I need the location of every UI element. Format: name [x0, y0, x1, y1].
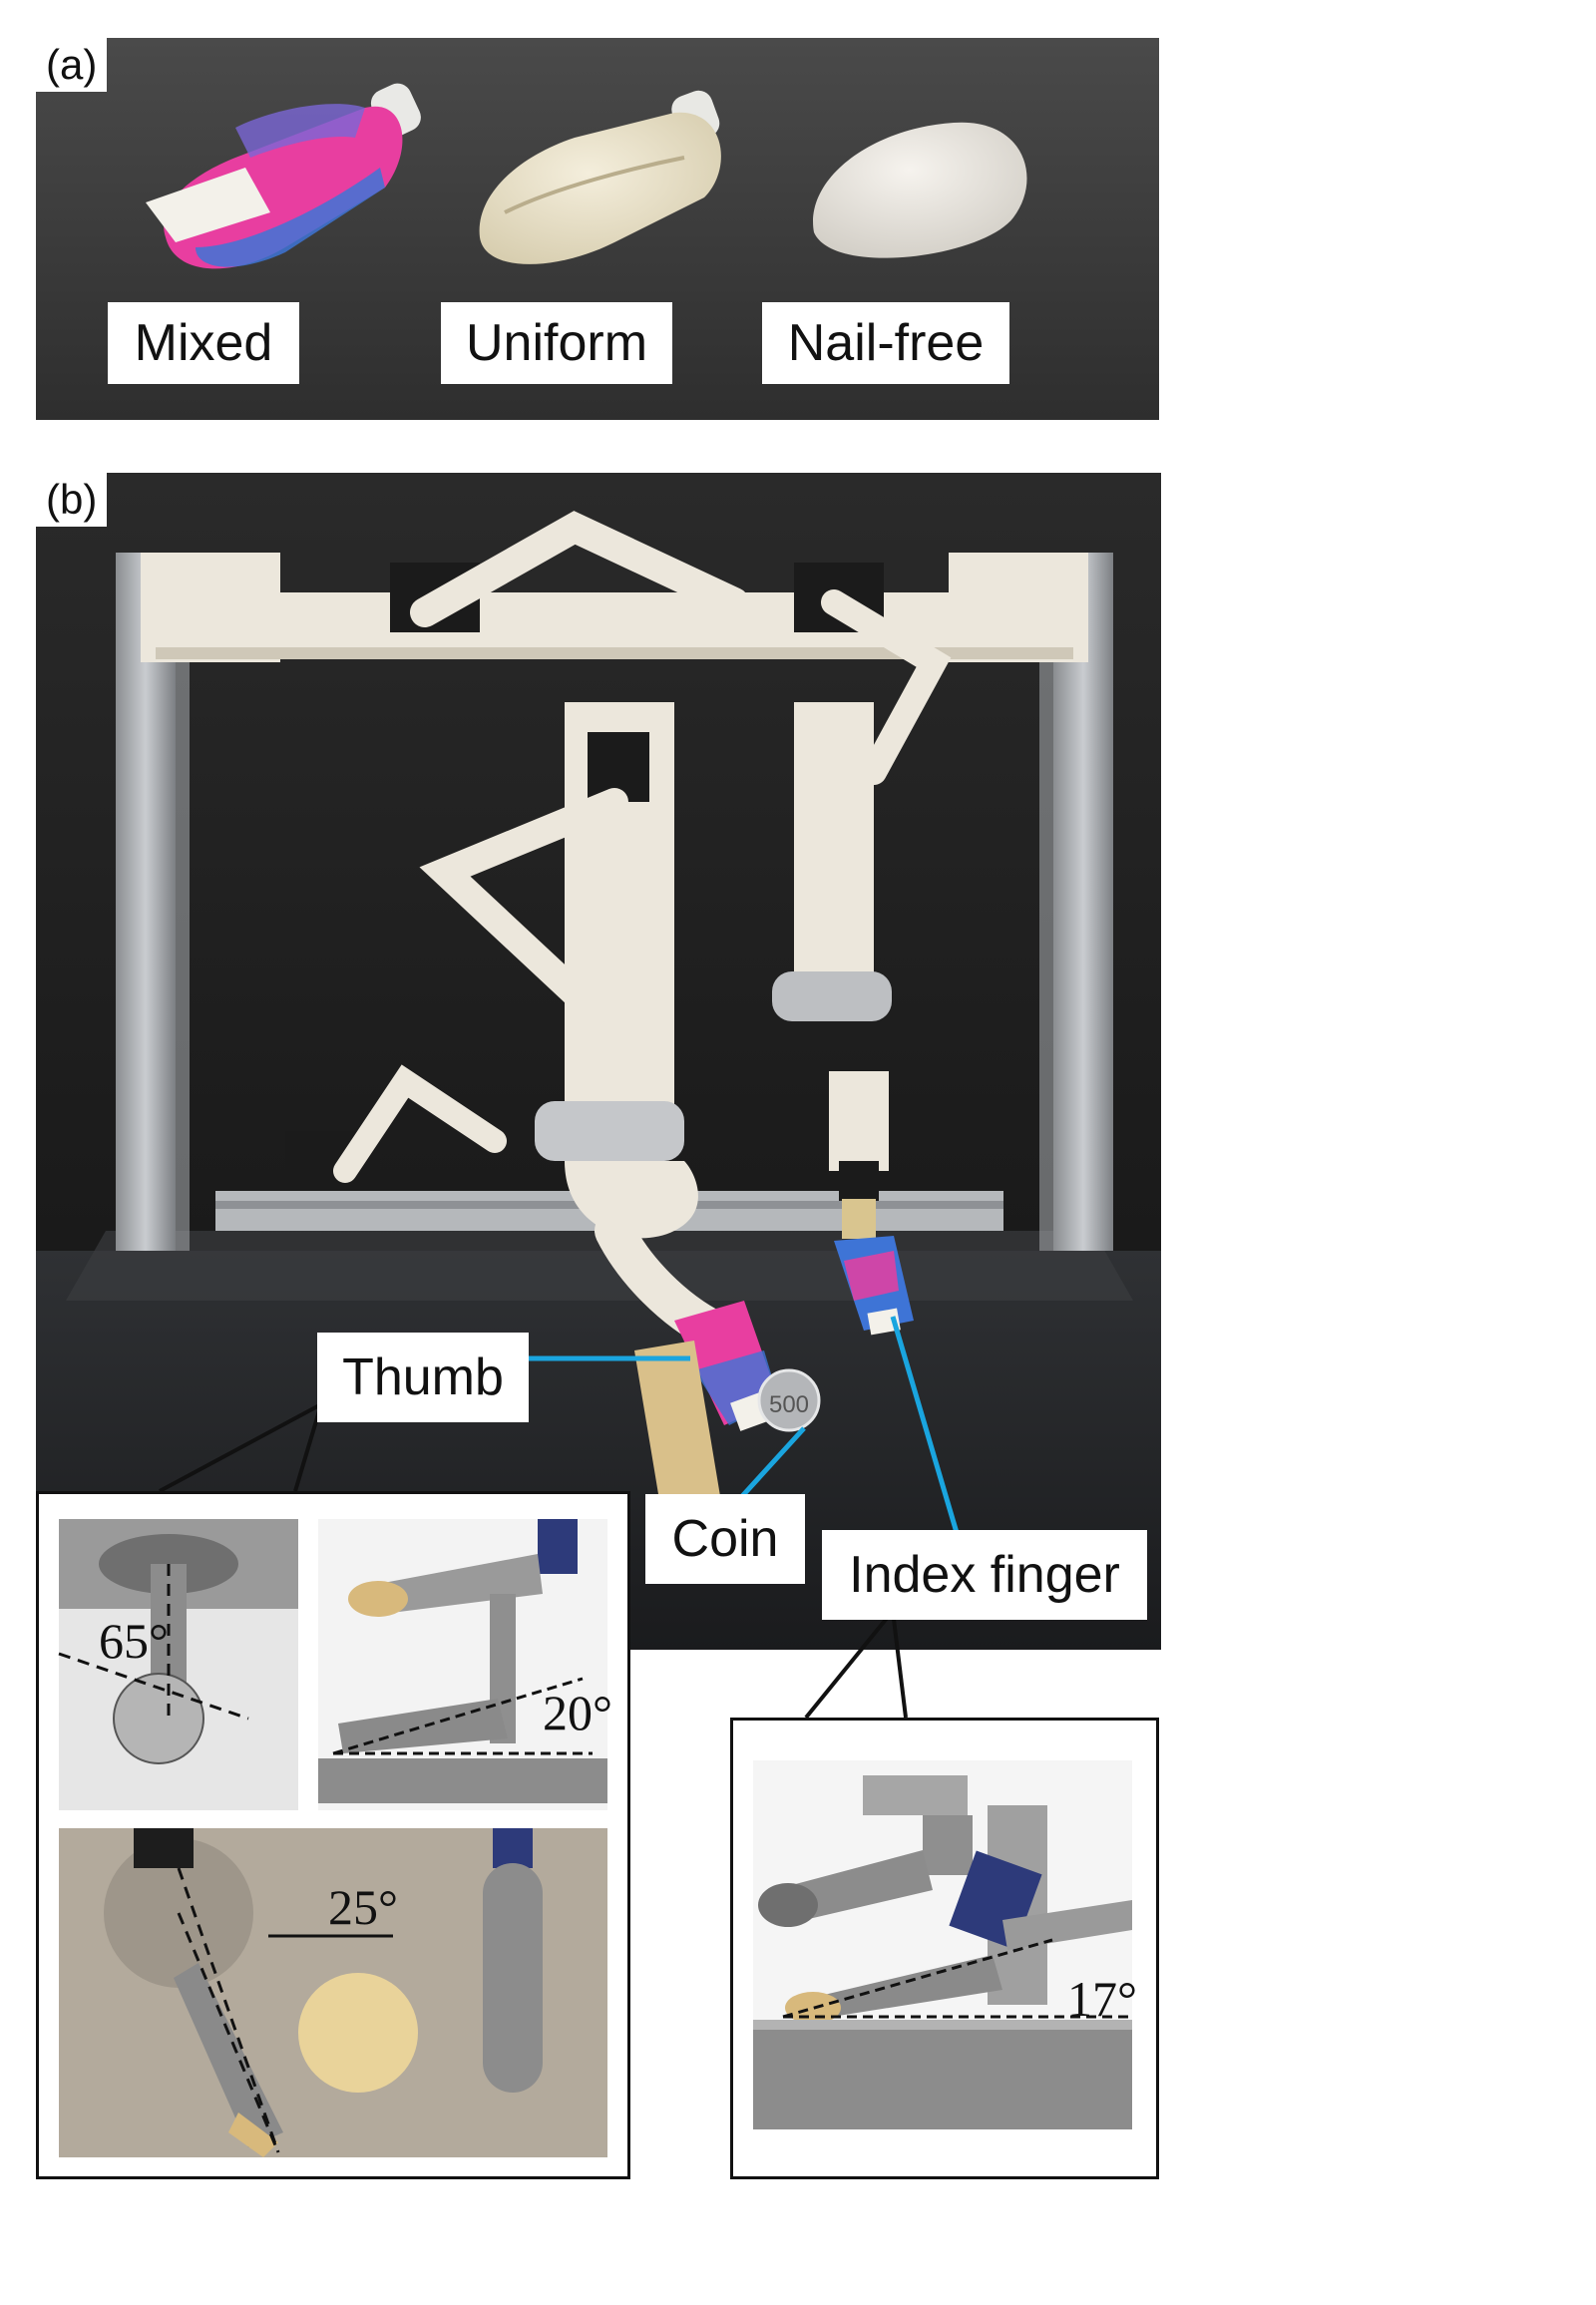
thumb-zoom-wedge	[159, 1402, 322, 1493]
label-nail-free: Nail-free	[762, 302, 1009, 384]
index-zoom-wedge	[804, 1609, 895, 1720]
angle-20: 20°	[543, 1685, 612, 1740]
panel-b-letter: (b)	[36, 473, 108, 528]
coin-text: 500	[769, 1391, 809, 1418]
coin-leader	[731, 1426, 806, 1508]
angle-25: 25°	[328, 1879, 398, 1935]
index-zoom-wedge-2	[891, 1610, 908, 1719]
angle-65: 65°	[99, 1613, 169, 1669]
thumb-cad-inset: 65° 20° 25°	[36, 1491, 630, 2179]
index-cad-inset: 17°	[730, 1718, 1159, 2179]
nail-free-finger	[813, 122, 1027, 258]
thumb-fingertip	[674, 1301, 779, 1431]
thumb-zoom-wedge-2	[293, 1403, 323, 1492]
callout-thumb: Thumb	[317, 1333, 529, 1422]
thumb-cad-views	[58, 1519, 607, 2157]
label-uniform: Uniform	[441, 302, 672, 384]
coin-shape	[757, 1368, 821, 1432]
callout-index: Index finger	[822, 1530, 1147, 1620]
index-leader	[890, 1316, 961, 1537]
angle-17: 17°	[1067, 1971, 1137, 2027]
uniform-finger	[479, 90, 721, 264]
callout-coin: Coin	[645, 1494, 805, 1584]
panel-a: (a) Mixed Uniform Nail-free	[36, 38, 1159, 420]
index-fingertip	[834, 1236, 914, 1336]
panel-a-letter: (a)	[36, 38, 108, 93]
mixed-finger	[146, 83, 421, 269]
label-mixed: Mixed	[108, 302, 299, 384]
index-cad-view	[753, 1760, 1132, 2129]
